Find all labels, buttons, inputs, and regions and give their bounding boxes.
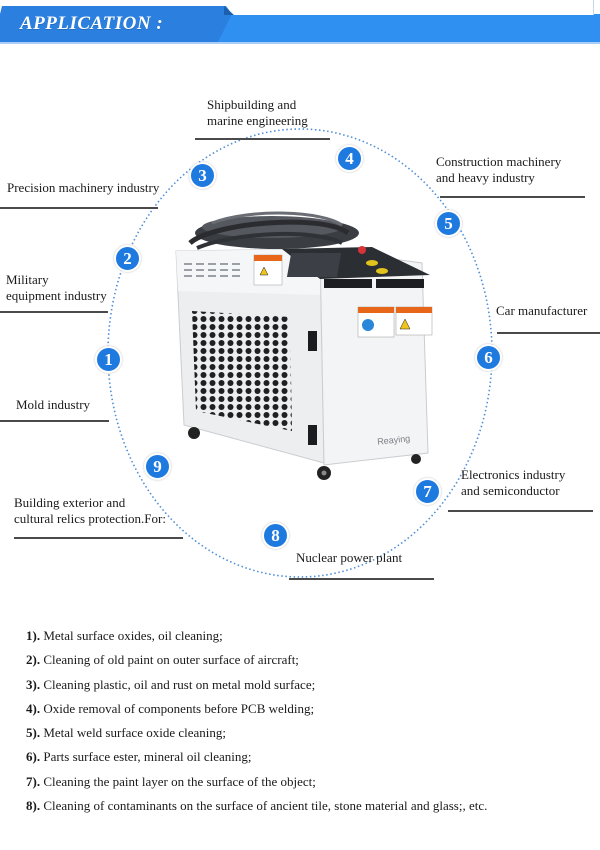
node-3-rule (0, 207, 158, 209)
node-7-label: Electronics industry and semiconductor (461, 467, 566, 498)
node-2-rule (0, 311, 108, 313)
node-5-badge: 5 (435, 210, 462, 237)
node-6-label: Car manufacturer (496, 303, 588, 318)
warning-label-left (253, 254, 283, 286)
section-header-banner: APPLICATION : (0, 0, 600, 44)
section-title: APPLICATION : (20, 13, 164, 34)
node-8-rule (289, 578, 434, 580)
banner-tab (0, 6, 232, 42)
list-item: 2). Cleaning of old paint on outer surfa… (26, 652, 299, 668)
node-2-label: Military equipment industry (6, 272, 107, 303)
cable-bundle (188, 211, 359, 250)
node-8-badge: 8 (262, 522, 289, 549)
node-4-rule (195, 138, 330, 140)
node-2-badge: 2 (114, 245, 141, 272)
node-1-label: Mold industry (16, 397, 91, 412)
node-9-rule (14, 537, 183, 539)
applications-list: 1). Metal surface oxides, oil cleaning; … (26, 628, 586, 822)
brand-mark: Reaying (377, 433, 411, 446)
node-6-rule (497, 332, 600, 334)
node-8-label: Nuclear power plant (296, 550, 403, 565)
list-item: 8). Cleaning of contaminants on the surf… (26, 798, 488, 814)
node-9-label: Building exterior and cultural relics pr… (14, 495, 166, 526)
banner-fold (224, 6, 234, 15)
node-9-badge: 9 (144, 453, 171, 480)
list-item: 6). Parts surface ester, mineral oil cle… (26, 749, 252, 765)
list-item: 1). Metal surface oxides, oil cleaning; (26, 628, 223, 643)
node-3-label: Precision machinery industry (7, 180, 160, 195)
list-item: 7). Cleaning the paint layer on the surf… (26, 773, 316, 789)
node-4-badge: 4 (336, 145, 363, 172)
node-7-badge: 7 (414, 478, 441, 505)
banner-underline (0, 42, 600, 44)
node-6-badge: 6 (475, 344, 502, 371)
laser-cleaning-machine-image: Reaying (175, 211, 433, 480)
node-5-label: Construction machinery and heavy industr… (436, 154, 562, 185)
node-7-rule (448, 510, 593, 512)
list-item: 4). Oxide removal of components before P… (26, 700, 315, 716)
node-1-badge: 1 (95, 346, 122, 373)
list-item: 5). Metal weld surface oxide cleaning; (26, 725, 226, 741)
node-3-badge: 3 (189, 162, 216, 189)
list-item: 3). Cleaning plastic, oil and rust on me… (26, 676, 316, 692)
warning-label-right (357, 306, 433, 338)
application-diagram: 1 2 3 4 5 6 7 8 9 Mold industry Military… (0, 50, 600, 590)
node-5-rule (440, 196, 585, 198)
node-4-label: Shipbuilding and marine engineering (207, 97, 308, 128)
node-1-rule (0, 420, 109, 422)
